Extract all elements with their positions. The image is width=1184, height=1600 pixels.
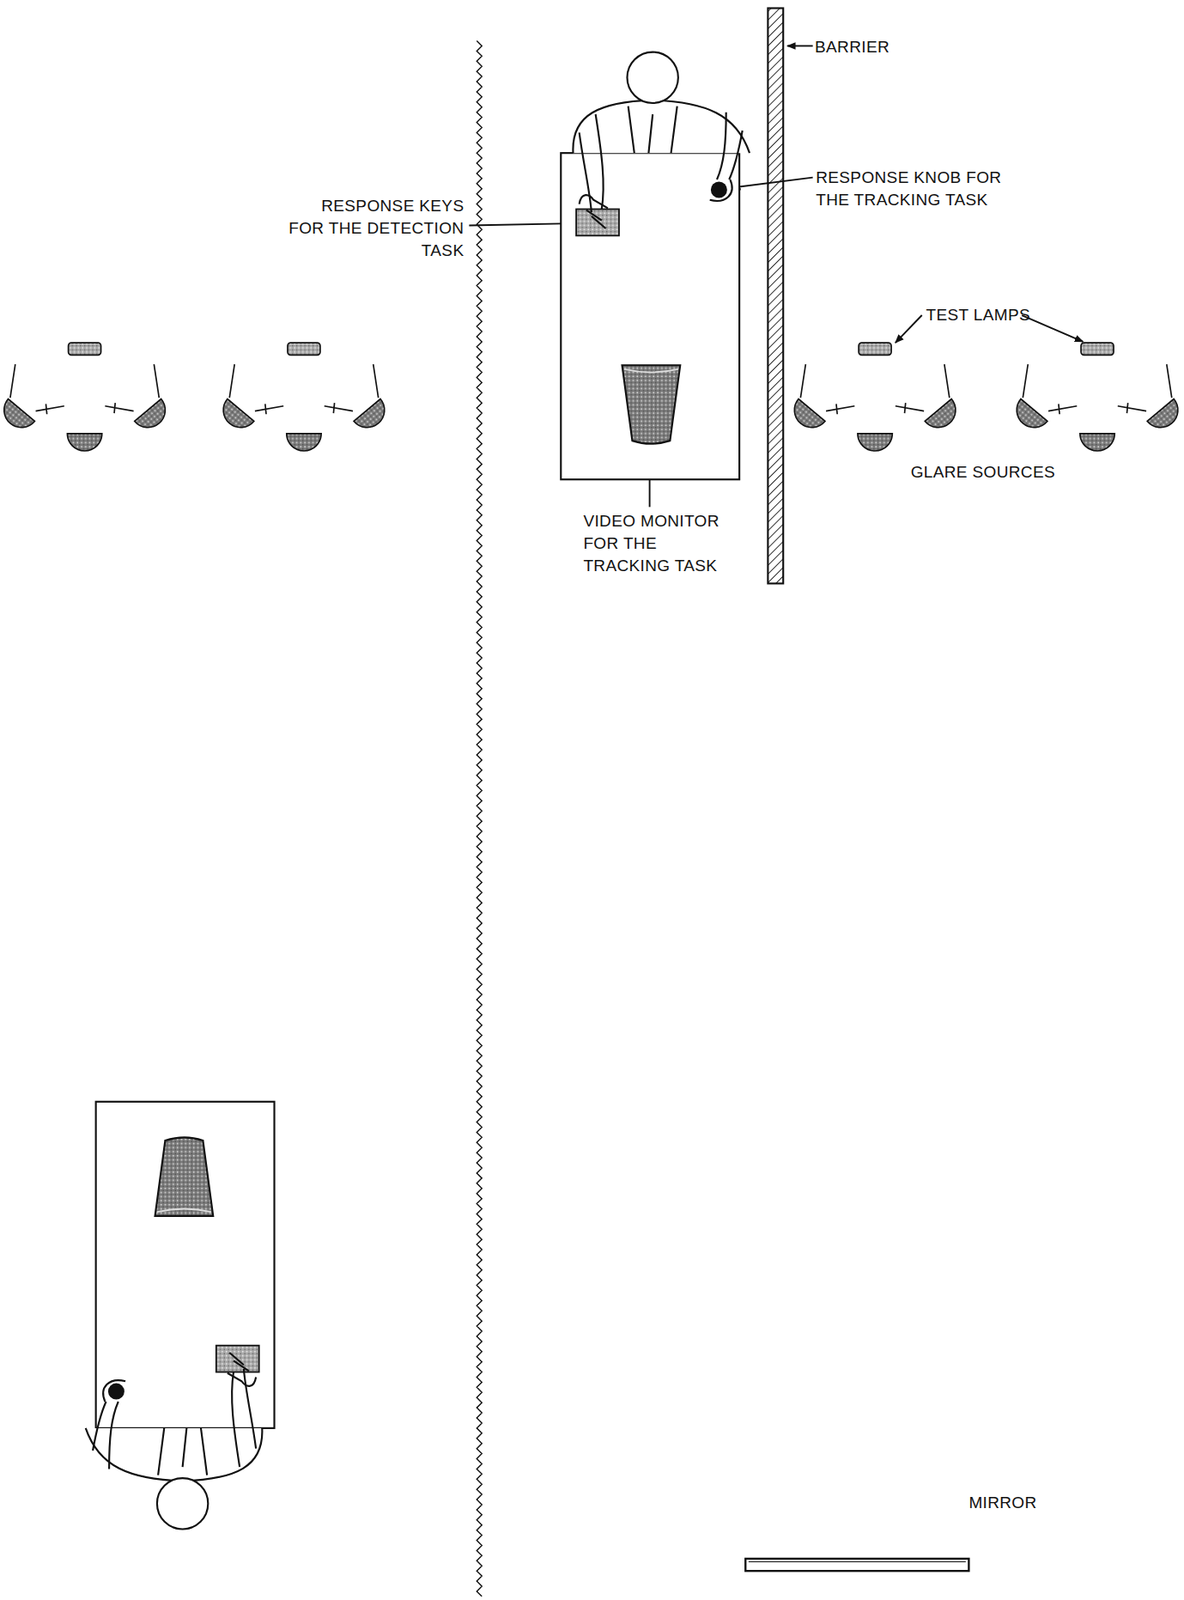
wavy-divider: [476, 41, 482, 1597]
glare-source-group: [1009, 342, 1184, 451]
glare-source-group: [787, 342, 963, 451]
glare-lamp: [787, 399, 826, 435]
table: [96, 1101, 275, 1428]
response-knob: [108, 1383, 125, 1400]
leader-lines: [468, 45, 1083, 507]
glare-lamp: [924, 399, 963, 435]
test-lamp: [858, 342, 892, 355]
glare-lamp: [66, 433, 102, 451]
callout-label: RESPONSE KNOB FOR THE TRACKING TASK: [815, 166, 1025, 212]
test-lamp: [68, 342, 102, 355]
glare-lamp: [216, 399, 255, 435]
glare-lamp: [353, 399, 392, 435]
glare-lamp: [1009, 399, 1048, 435]
workstation: [560, 52, 750, 480]
glare-lamp: [0, 399, 35, 435]
video-monitor: [155, 1136, 214, 1215]
test-lamp: [287, 342, 321, 355]
barrier: [767, 8, 784, 584]
test-lamp: [1080, 342, 1114, 355]
glare-lamp: [1147, 399, 1184, 435]
person: [572, 52, 750, 229]
response-knob: [710, 181, 728, 198]
glare-lamp: [286, 433, 322, 451]
glare-source-group: [216, 342, 392, 451]
workstation: [85, 1101, 275, 1530]
callout-label: VIDEO MONITOR FOR THE TRACKING TASK: [582, 510, 747, 578]
callout-label: RESPONSE KEYS FOR THE DETECTION TASK: [285, 194, 465, 263]
video-monitor: [622, 364, 681, 444]
glare-source-group: [0, 342, 173, 451]
callout-label: TEST LAMPS: [925, 303, 1058, 327]
mirror: [745, 1558, 969, 1571]
person: [85, 1352, 263, 1529]
callout-label: MIRROR: [968, 1491, 1061, 1514]
callout-label: GLARE SOURCES: [910, 461, 1090, 484]
glare-lamp: [857, 433, 893, 451]
glare-lamp: [134, 399, 173, 435]
mirror-edge: [748, 1560, 966, 1562]
table: [560, 152, 740, 480]
callout-label: BARRIER: [814, 36, 928, 59]
glare-lamp: [1080, 433, 1115, 451]
